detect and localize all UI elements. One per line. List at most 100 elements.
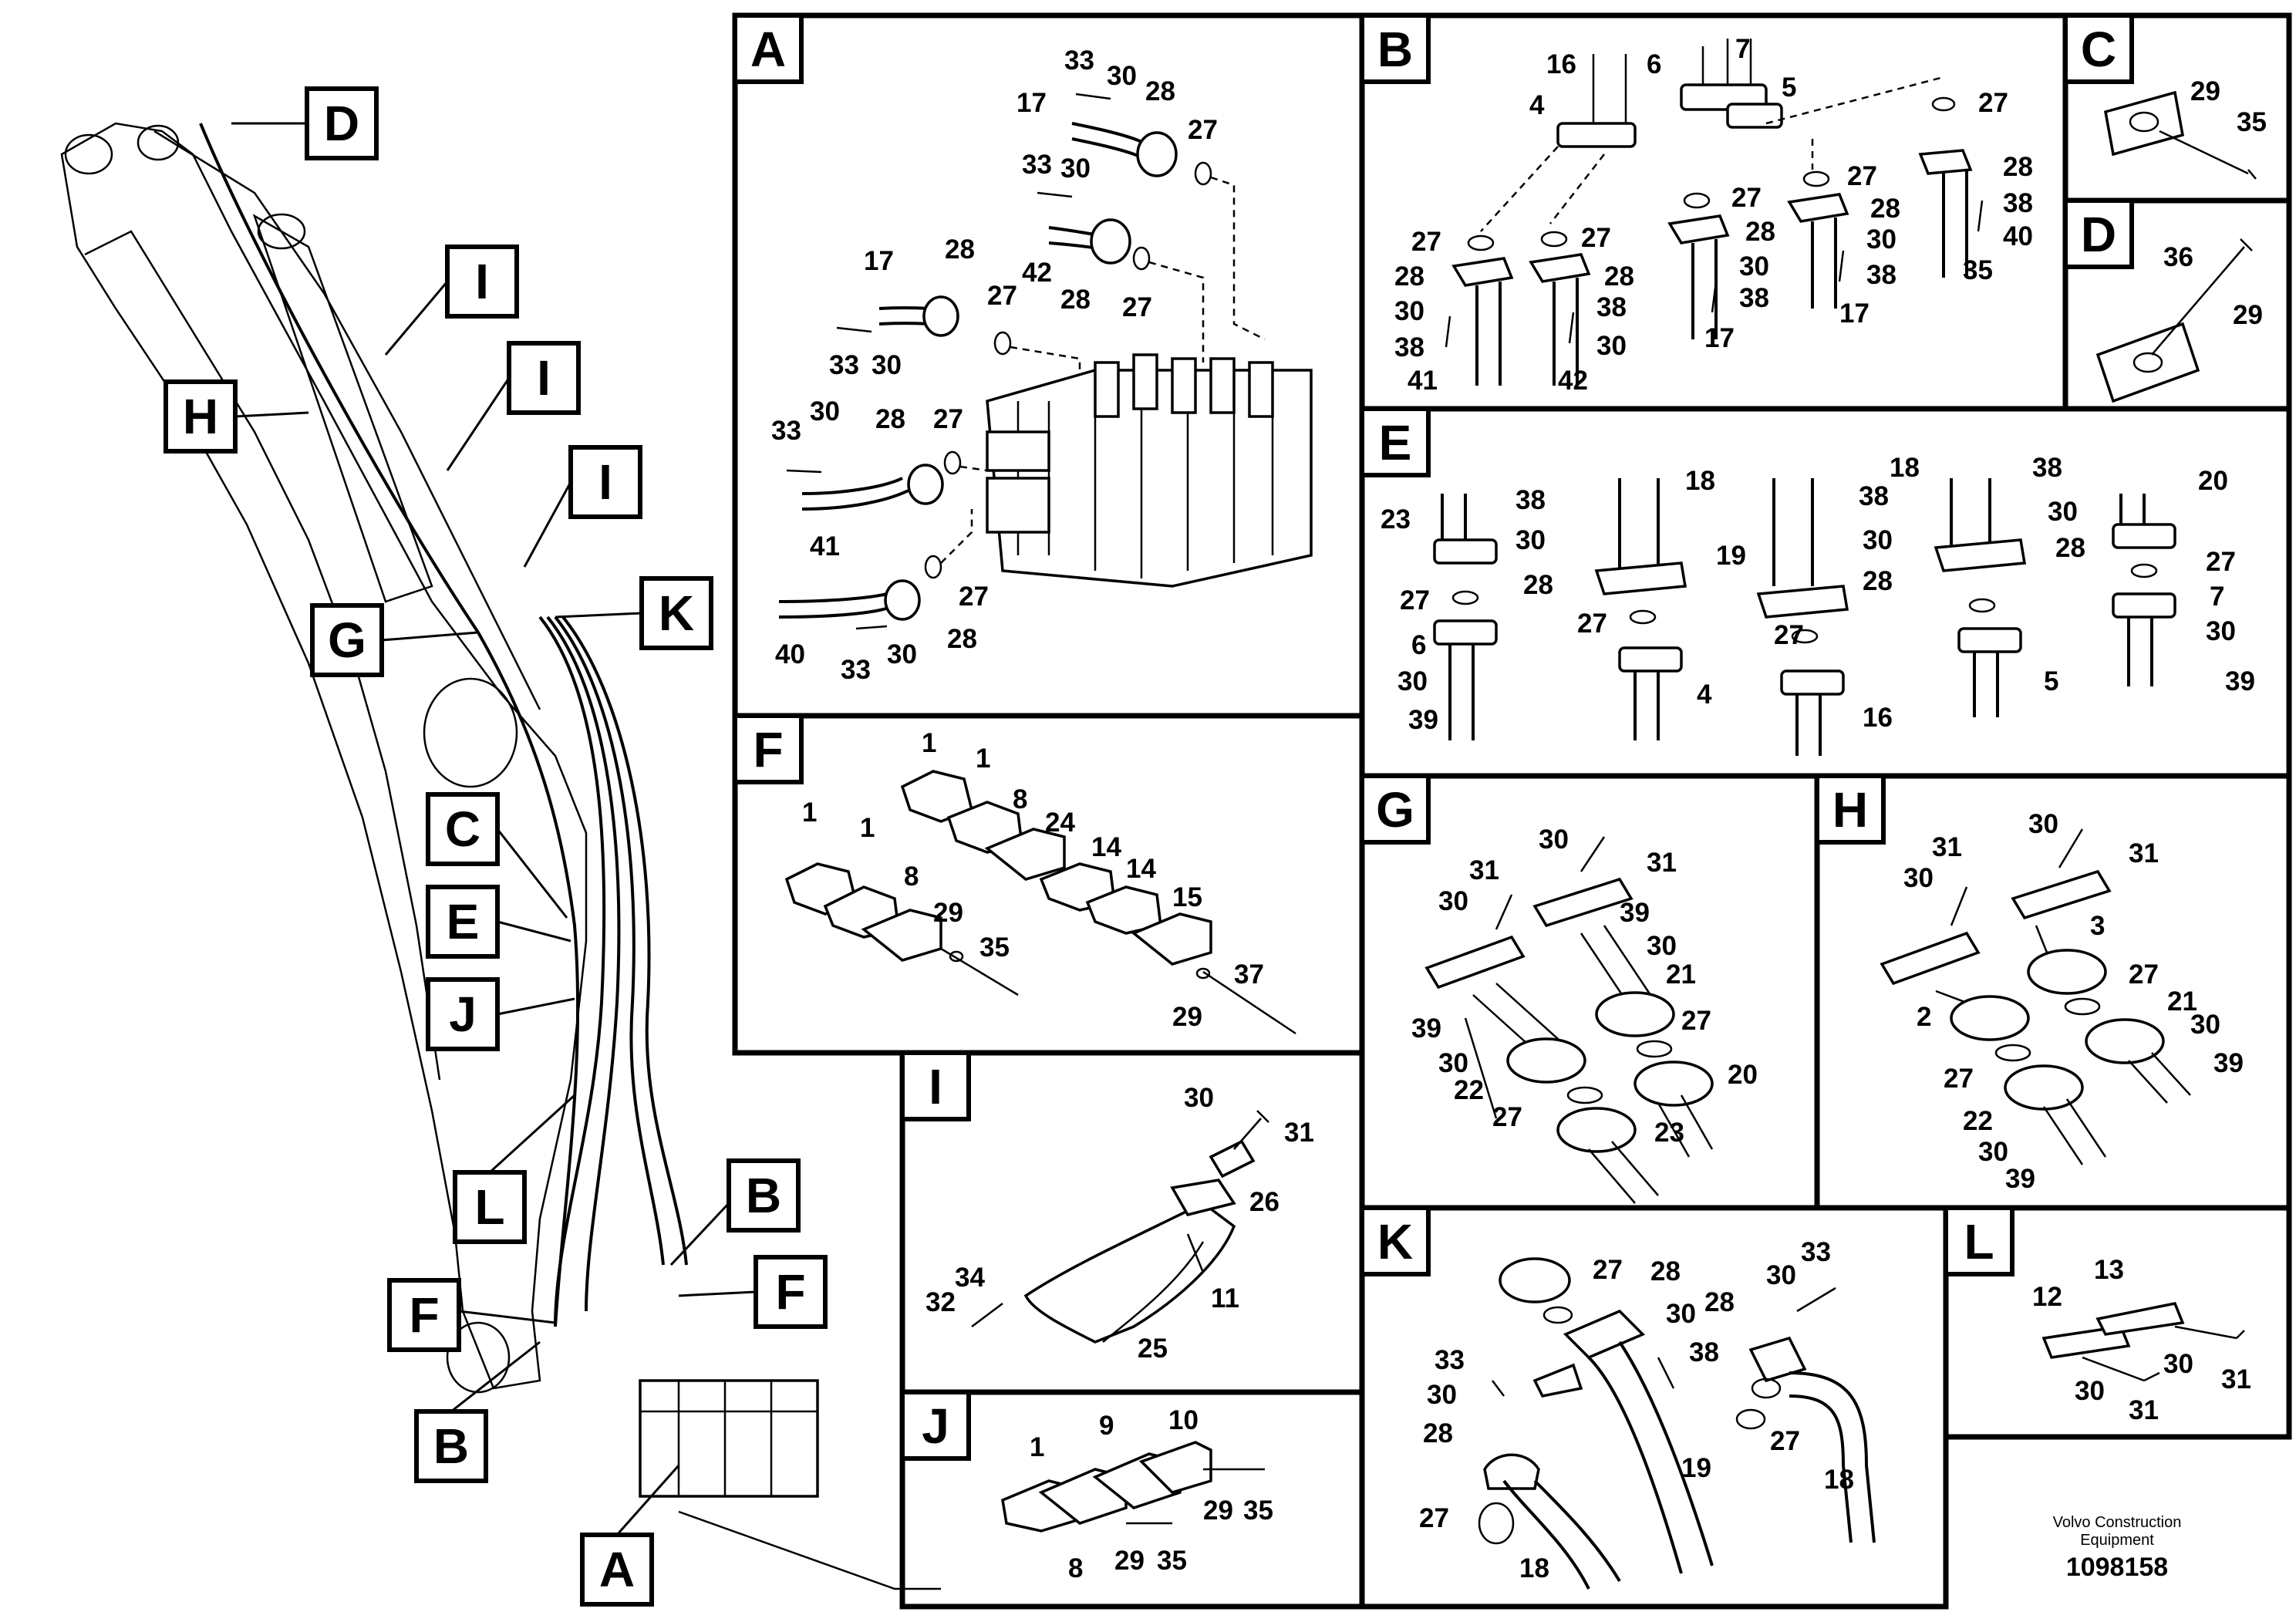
part-callout-number: 27: [1847, 161, 1877, 191]
part-callout-number: 38: [2032, 453, 2062, 483]
panel-j-callouts: 9 10 1 29 35 8 29 35: [1030, 1405, 1273, 1583]
part-callout-number: 22: [1454, 1075, 1484, 1105]
part-callout-number: 34: [955, 1263, 985, 1293]
part-callout-number: 41: [1408, 366, 1438, 396]
section-letter: J: [922, 1398, 949, 1454]
part-callout-number: 28: [1145, 76, 1175, 106]
part-callout-number: 28: [2055, 533, 2085, 563]
overview-callout-j[interactable]: J: [426, 977, 575, 1051]
part-callout-number: 30: [872, 350, 902, 380]
overview-callout-d[interactable]: D: [231, 86, 379, 160]
part-callout-number: 30: [1184, 1083, 1214, 1113]
overview-callout-f-2[interactable]: F: [387, 1278, 556, 1352]
overview-callout-a[interactable]: A: [580, 1465, 680, 1607]
part-callout-number: 27: [1188, 115, 1218, 145]
section-letter: H: [183, 389, 218, 444]
part-callout-number: 28: [1704, 1287, 1735, 1317]
part-callout-number: 38: [1596, 292, 1627, 322]
panel-k-artwork: [1478, 1257, 1876, 1590]
brand-line-2: Equipment: [2080, 1532, 2154, 1549]
part-callout-number: 28: [1745, 217, 1775, 247]
part-callout-number: 16: [1863, 703, 1893, 733]
section-letter: L: [1964, 1214, 1994, 1270]
part-callout-number: 27: [1774, 620, 1804, 650]
part-callout-number: 27: [2129, 959, 2159, 990]
part-callout-number: 36: [2163, 242, 2193, 272]
panel-label-d: D: [2063, 198, 2134, 269]
part-callout-number: 1: [976, 744, 990, 774]
part-callout-number: 39: [2225, 666, 2255, 696]
part-callout-number: 18: [1685, 466, 1715, 496]
section-letter: I: [929, 1059, 942, 1114]
panel-label-a: A: [733, 13, 804, 84]
part-callout-number: 30: [1060, 153, 1091, 184]
panel-g-artwork: [1424, 836, 1714, 1204]
section-letter: L: [474, 1179, 504, 1235]
section-letter: E: [447, 894, 480, 949]
overview-callout-i-2[interactable]: I: [446, 341, 581, 471]
section-letter: E: [1379, 415, 1412, 470]
part-callout-number: 17: [1017, 88, 1047, 118]
panel-h-callouts: 30 31 31 30 3 27 21 30 2 39 27 22 30 39: [1903, 809, 2244, 1194]
overview-callout-b-1[interactable]: B: [669, 1158, 801, 1266]
overview-callout-h[interactable]: H: [164, 379, 309, 454]
part-callout-number: 28: [1394, 261, 1424, 292]
part-callout-number: 35: [1157, 1546, 1187, 1576]
panel-label-e: E: [1360, 406, 1431, 477]
part-callout-number: 33: [771, 416, 801, 446]
overview-illustration: [60, 122, 941, 1590]
overview-callout-l[interactable]: L: [453, 1094, 576, 1244]
part-callout-number: 28: [1423, 1418, 1453, 1448]
part-callout-number: 27: [1581, 223, 1611, 253]
part-callout-number: 29: [2233, 300, 2263, 330]
part-callout-number: 22: [1963, 1106, 1993, 1136]
part-callout-number: 21: [2167, 986, 2197, 1017]
part-callout-number: 30: [2075, 1376, 2105, 1406]
part-callout-number: 27: [987, 281, 1017, 311]
overview-callout-k[interactable]: K: [555, 576, 713, 650]
overview-callout-g[interactable]: G: [310, 603, 479, 677]
part-callout-number: 11: [1211, 1283, 1239, 1313]
overview-callout-c[interactable]: C: [426, 792, 568, 919]
part-callout-number: 31: [1284, 1118, 1314, 1148]
part-callout-number: 37: [1234, 959, 1264, 990]
part-callout-number: 27: [2206, 547, 2236, 577]
part-callout-number: 30: [1863, 525, 1893, 555]
overview-callout-i-3[interactable]: I: [523, 445, 642, 568]
part-callout-number: 28: [1060, 285, 1091, 315]
part-callout-number: 30: [1438, 1048, 1468, 1078]
overview-callout-i-1[interactable]: I: [384, 244, 519, 356]
part-callout-number: 39: [1620, 898, 1650, 928]
part-callout-number: 30: [1739, 251, 1769, 282]
part-callout-number: 30: [1107, 61, 1137, 91]
part-callout-number: 1: [922, 728, 936, 758]
panel-label-l: L: [1944, 1206, 2014, 1276]
part-callout-number: 30: [1397, 666, 1428, 696]
part-callout-number: 12: [2032, 1282, 2062, 1312]
part-callout-number: 35: [1243, 1496, 1273, 1526]
part-callout-number: 31: [2221, 1364, 2251, 1394]
part-callout-number: 28: [1650, 1256, 1681, 1286]
panel-i-artwork: [971, 1110, 1269, 1344]
part-callout-number: 30: [1666, 1299, 1696, 1329]
part-callout-number: 9: [1099, 1411, 1114, 1441]
panel-k-callouts: 27 28 30 33 38 30 28 33 30 28 19 27 27 1…: [1419, 1237, 1854, 1583]
panel-b-callouts: 16 7 6 5 4 27 27 27 27 27 28 28 28 28 28…: [1394, 34, 2033, 396]
overview-callout-f-1[interactable]: F: [678, 1255, 828, 1329]
part-callout-number: 39: [2213, 1048, 2244, 1078]
panel-b-artwork: [1445, 39, 1984, 386]
part-callout-number: 38: [2003, 188, 2033, 218]
panel-label-g: G: [1360, 774, 1431, 845]
overview-callout-b-2[interactable]: B: [414, 1340, 541, 1483]
document-number: 1098158: [2066, 1553, 2168, 1582]
panel-label-h: H: [1815, 774, 1886, 845]
overview-callout-e[interactable]: E: [426, 885, 571, 959]
part-callout-number: 20: [1728, 1060, 1758, 1090]
part-callout-number: 2: [1917, 1002, 1931, 1032]
part-callout-number: 30: [2190, 1010, 2220, 1040]
panel-l-callouts: 12 13 30 31 30 31: [2032, 1255, 2251, 1425]
part-callout-number: 41: [810, 531, 840, 561]
footer-brand: Volvo Construction Equipment 1098158: [2053, 1514, 2182, 1582]
part-callout-number: 38: [1866, 260, 1896, 290]
part-callout-number: 38: [1394, 332, 1424, 363]
